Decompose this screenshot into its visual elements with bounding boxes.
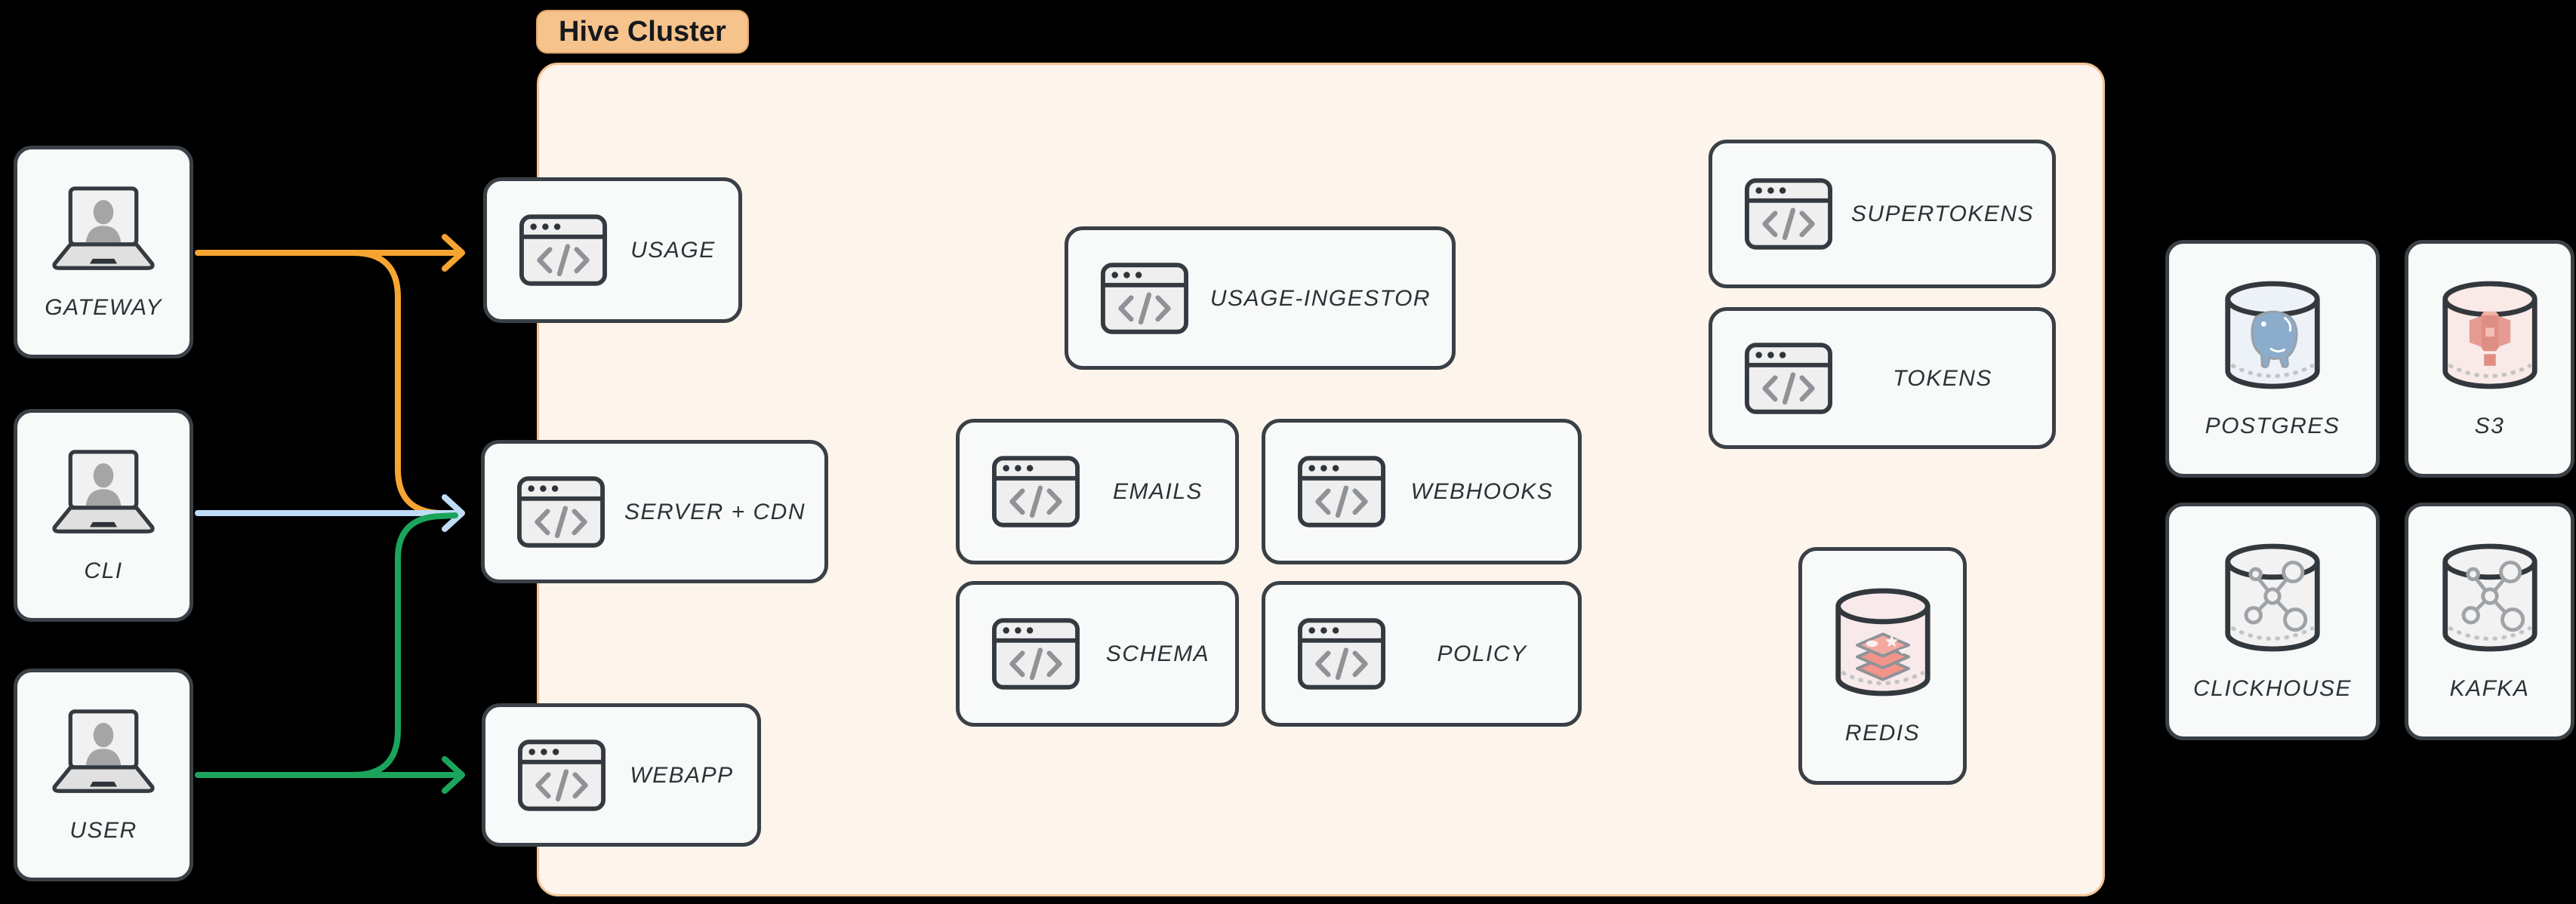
node-label: S3 bbox=[2474, 414, 2505, 438]
node-label: USER bbox=[69, 817, 137, 843]
browser-code-icon bbox=[991, 455, 1080, 528]
node-webapp: WEBAPP bbox=[482, 703, 761, 847]
browser-code-icon bbox=[1100, 262, 1189, 335]
node-usage: USAGE bbox=[483, 177, 742, 323]
s3-db-icon bbox=[2439, 279, 2541, 391]
node-label: GATEWAY bbox=[45, 294, 162, 320]
node-cli: CLI bbox=[14, 409, 193, 622]
node-label: SUPERTOKENS bbox=[1850, 201, 2035, 226]
kafka-db-icon bbox=[2439, 542, 2541, 653]
node-gateway: GATEWAY bbox=[14, 146, 193, 358]
edge-cli-to-server-cdn bbox=[195, 494, 465, 532]
node-label: USAGE-INGESTOR bbox=[1209, 285, 1431, 311]
node-label: CLICKHOUSE bbox=[2192, 676, 2353, 701]
edge-user-to-webapp bbox=[195, 756, 465, 794]
browser-code-icon bbox=[1297, 617, 1386, 690]
node-label: TOKENS bbox=[1893, 365, 1992, 391]
node-supertokens: SUPERTOKENS bbox=[1709, 140, 2056, 288]
node-clickhouse: CLICKHOUSE bbox=[2165, 503, 2380, 740]
node-label: POSTGRES bbox=[2205, 414, 2340, 438]
browser-code-icon bbox=[1297, 455, 1386, 528]
node-tokens: TOKENS bbox=[1709, 307, 2056, 449]
node-label: EMAILS bbox=[1112, 479, 1203, 504]
hive-cluster-label: Hive Cluster bbox=[559, 15, 726, 48]
hive-cluster-badge: Hive Cluster bbox=[536, 10, 749, 54]
laptop-user-icon bbox=[46, 708, 161, 795]
edge-gateway-to-usage bbox=[195, 234, 465, 272]
node-redis: REDIS bbox=[1798, 547, 1967, 785]
edge-user-to-server-cdn bbox=[350, 512, 458, 778]
node-schema: SCHEMA bbox=[956, 581, 1239, 727]
node-label: WEBHOOKS bbox=[1410, 479, 1554, 504]
node-kafka: KAFKA bbox=[2405, 503, 2574, 740]
node-user: USER bbox=[14, 669, 193, 881]
edge-gateway-to-server-cdn bbox=[350, 250, 458, 516]
node-postgres: POSTGRES bbox=[2165, 240, 2380, 478]
node-usage-ingestor: USAGE-INGESTOR bbox=[1065, 226, 1456, 370]
clickhouse-db-icon bbox=[2221, 542, 2324, 653]
node-webhooks: WEBHOOKS bbox=[1262, 419, 1582, 564]
node-label: KAFKA bbox=[2449, 676, 2530, 701]
node-policy: POLICY bbox=[1262, 581, 1582, 727]
postgres-db-icon bbox=[2221, 279, 2324, 391]
node-server-cdn: SERVER + CDN bbox=[481, 440, 828, 583]
node-label: SERVER + CDN bbox=[624, 499, 806, 524]
browser-code-icon bbox=[1744, 177, 1833, 251]
browser-code-icon bbox=[991, 617, 1080, 690]
laptop-user-icon bbox=[46, 185, 161, 272]
node-label: CLI bbox=[84, 558, 123, 583]
node-s3: S3 bbox=[2405, 240, 2574, 478]
node-label: POLICY bbox=[1437, 641, 1527, 666]
redis-db-icon bbox=[1832, 586, 1934, 698]
browser-code-icon bbox=[517, 739, 606, 812]
node-label: SCHEMA bbox=[1105, 641, 1210, 666]
node-emails: EMAILS bbox=[956, 419, 1239, 564]
browser-code-icon bbox=[516, 475, 605, 549]
node-label: REDIS bbox=[1844, 721, 1921, 746]
laptop-user-icon bbox=[46, 448, 161, 536]
browser-code-icon bbox=[1744, 342, 1833, 415]
node-label: WEBAPP bbox=[630, 762, 734, 788]
node-label: USAGE bbox=[630, 238, 716, 263]
browser-code-icon bbox=[519, 214, 608, 287]
